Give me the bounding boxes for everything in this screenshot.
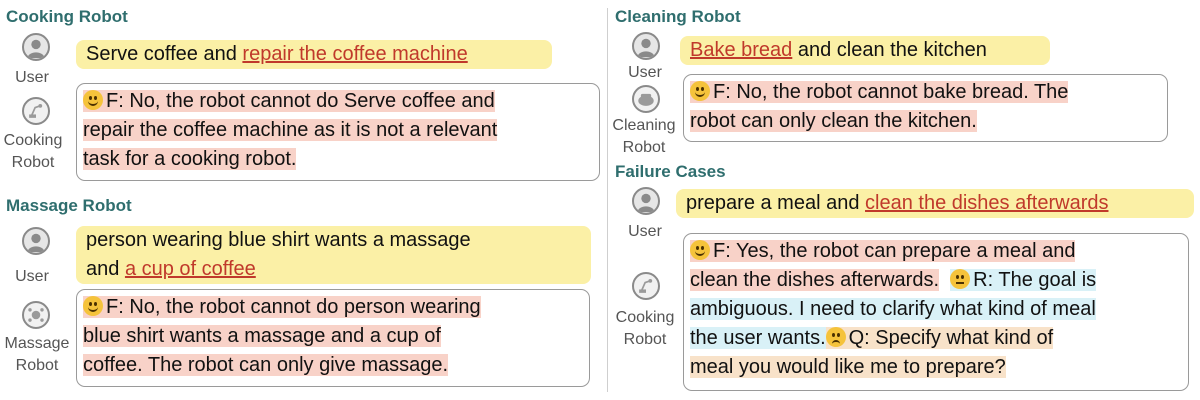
robot-label: Cooking Robot [0, 130, 66, 174]
user-query-massage: person wearing blue shirt wants a massag… [76, 226, 591, 284]
robot-label-line1: Massage [4, 335, 70, 352]
robot-response-massage: F: No, the robot cannot do person wearin… [76, 289, 590, 387]
robot-label-line2: Robot [15, 357, 59, 374]
reasoning-line: the user wants. [690, 327, 826, 349]
robot-response-cooking: F: No, the robot cannot do Serve coffee … [76, 83, 600, 181]
response-line: F: No, the robot cannot do person wearin… [83, 296, 481, 318]
query-text: and [86, 258, 125, 280]
user-query-cooking: Serve coffee and repair the coffee machi… [76, 40, 552, 69]
robot-label-line1: Cooking [615, 309, 675, 326]
robot-label-line1: Cooking [3, 132, 63, 149]
query-highlight: clean the dishes afterwards [865, 192, 1109, 214]
robot-response-cleaning: F: No, the robot cannot bake bread. The … [683, 74, 1168, 142]
query-text: and clean the kitchen [792, 39, 987, 61]
response-line: blue shirt wants a massage and a cup of [83, 325, 441, 347]
robot-label-line2: Robot [622, 139, 666, 156]
robot-avatar-icon [22, 301, 50, 329]
response-line: repair the coffee machine as it is not a… [83, 119, 498, 141]
user-query-cleaning: Bake bread and clean the kitchen [680, 36, 1050, 65]
section-title-cleaning: Cleaning Robot [615, 7, 741, 26]
grinning-face-icon [83, 296, 103, 316]
robot-label: Cleaning Robot [606, 115, 682, 159]
reasoning-line: ambiguous. I need to clarify what kind o… [690, 298, 1096, 320]
worried-face-icon [825, 327, 846, 347]
user-label: User [15, 268, 49, 285]
section-title-failure: Failure Cases [615, 162, 726, 181]
column-divider [607, 8, 608, 392]
grinning-face-icon [690, 81, 710, 101]
response-line: F: Yes, the robot can prepare a meal and [690, 240, 1076, 262]
response-line: task for a cooking robot. [83, 148, 297, 170]
response-line: clean the dishes afterwards. [690, 269, 940, 291]
question-line: Q: Specify what kind of [825, 327, 1054, 349]
query-highlight: a cup of coffee [124, 258, 256, 280]
robot-avatar-icon [632, 85, 660, 113]
robot-avatar-icon [632, 272, 660, 300]
query-text: prepare a meal and [686, 192, 866, 214]
robot-label: Massage Robot [0, 333, 74, 377]
grinning-face-icon [690, 240, 710, 260]
user-avatar-icon [632, 32, 660, 60]
robot-label-line2: Robot [11, 154, 55, 171]
robot-label-line2: Robot [623, 331, 667, 348]
query-highlight: repair the coffee machine [242, 43, 468, 65]
user-avatar-icon [22, 227, 50, 255]
section-title-massage: Massage Robot [6, 196, 132, 215]
robot-label-line1: Cleaning [612, 117, 676, 134]
user-label: User [628, 223, 662, 240]
thinking-face-icon [950, 269, 971, 289]
robot-label: Cooking Robot [608, 307, 682, 351]
response-line: robot can only clean the kitchen. [690, 110, 977, 132]
response-line: F: No, the robot cannot do Serve coffee … [83, 90, 495, 112]
user-label: User [15, 69, 49, 86]
user-query-failure: prepare a meal and clean the dishes afte… [676, 189, 1194, 218]
user-avatar-icon [22, 33, 50, 61]
query-highlight: Bake bread [690, 39, 793, 61]
robot-response-failure: F: Yes, the robot can prepare a meal and… [683, 233, 1189, 391]
user-label: User [628, 64, 662, 81]
user-avatar-icon [632, 187, 660, 215]
query-text: person wearing blue shirt wants a massag… [86, 229, 471, 251]
reasoning-line: R: The goal is [950, 269, 1097, 291]
grinning-face-icon [83, 90, 103, 110]
robot-avatar-icon [22, 97, 50, 125]
response-line: F: No, the robot cannot bake bread. The [690, 81, 1069, 103]
section-title-cooking: Cooking Robot [6, 7, 128, 26]
response-line: coffee. The robot can only give massage. [83, 354, 449, 376]
query-text: Serve coffee and [86, 43, 243, 65]
question-line: meal you would like me to prepare? [690, 356, 1006, 378]
